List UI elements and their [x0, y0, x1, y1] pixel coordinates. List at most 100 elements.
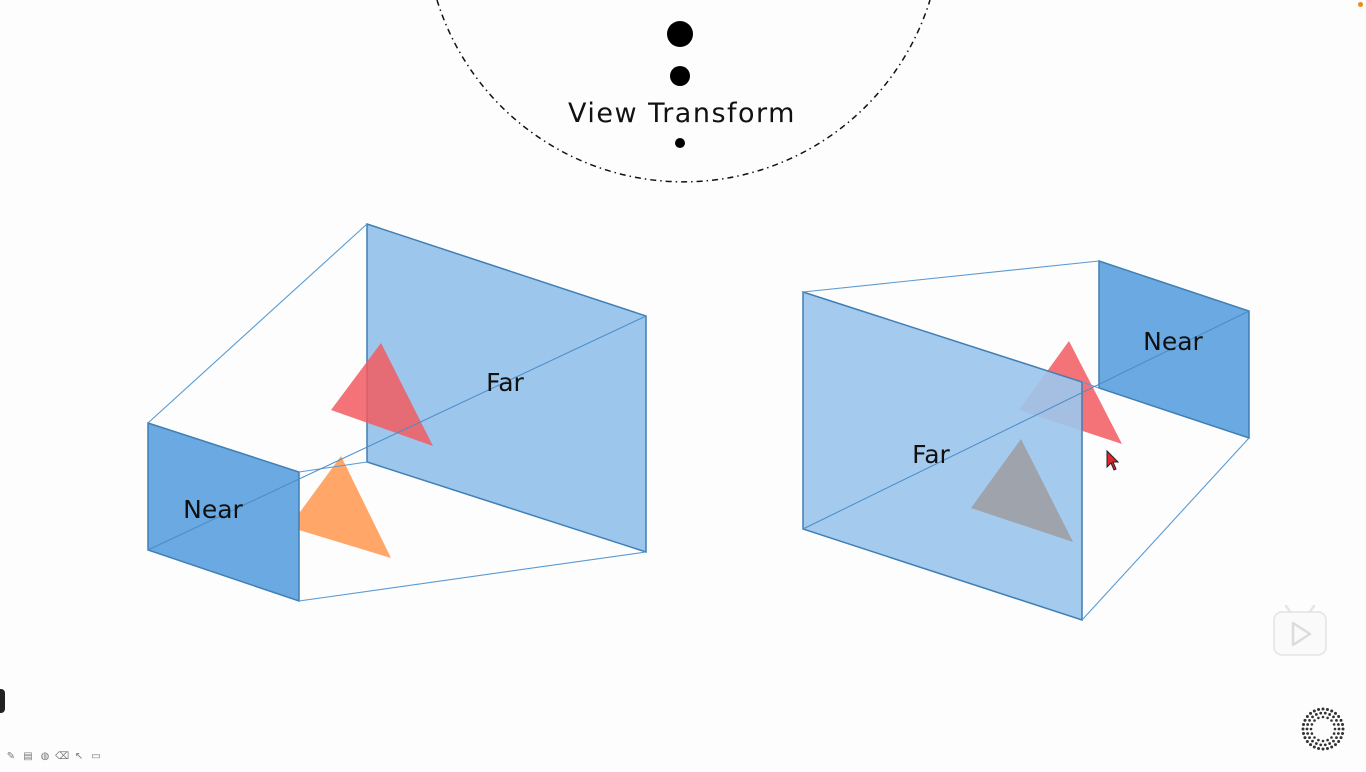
- spinner-dot: [1325, 708, 1329, 711]
- pointer-icon[interactable]: ↖: [74, 751, 84, 762]
- loading-spinner-icon: [1301, 707, 1345, 751]
- spinner-dot: [1326, 738, 1329, 742]
- play-icon: [1273, 604, 1327, 656]
- right-frustum-axis: [802, 310, 1250, 530]
- spinner-dot: [1303, 736, 1307, 740]
- spinner-dot: [1302, 723, 1305, 727]
- left-red-triangle: [331, 343, 433, 446]
- spinner-dot: [1314, 713, 1318, 716]
- left-frustum-axis: [147, 315, 647, 551]
- right-frustum-edge: [1081, 381, 1100, 389]
- eraser-icon[interactable]: ⌫: [55, 751, 70, 762]
- right-frustum-edge: [802, 260, 1100, 293]
- spinner-dot: [1319, 743, 1323, 747]
- spinner-dot: [1330, 719, 1333, 722]
- mouse-cursor-icon: [1106, 449, 1120, 471]
- spinner-dot: [1341, 723, 1344, 727]
- spinner-dot: [1325, 747, 1329, 750]
- spinner-dot: [1313, 719, 1316, 722]
- left-near-label: Near: [183, 495, 243, 524]
- spinner-dot: [1310, 723, 1314, 726]
- spinner-dot: [1310, 732, 1314, 735]
- spinner-dot: [1312, 709, 1316, 713]
- screen-icon[interactable]: ▭: [91, 751, 101, 762]
- spinner-dot: [1339, 718, 1343, 722]
- left-frustum-edge: [298, 551, 647, 602]
- spinner-dot: [1337, 727, 1341, 731]
- left-frustum: Far Near: [147, 222, 647, 603]
- play-button[interactable]: [1273, 604, 1327, 656]
- right-near-label: Near: [1143, 327, 1203, 356]
- spinner-dot: [1341, 731, 1344, 735]
- spinner-dot: [1306, 732, 1310, 735]
- spinner-dot: [1305, 727, 1309, 731]
- spinner-dot: [1305, 715, 1309, 719]
- spinner-dot: [1332, 715, 1335, 719]
- spinner-dot: [1333, 727, 1337, 731]
- save-icon[interactable]: ▤: [23, 751, 33, 762]
- spinner-dot: [1337, 715, 1341, 719]
- spinner-dot: [1328, 742, 1332, 745]
- left-frustum-edge: [298, 461, 368, 473]
- spinner-dot: [1303, 718, 1307, 722]
- view-transform-arc: [436, 0, 931, 183]
- spinner-dot: [1311, 739, 1314, 743]
- palette-icon[interactable]: ◍: [40, 751, 50, 762]
- spinner-dot: [1321, 747, 1325, 751]
- spinner-dot: [1311, 715, 1314, 719]
- spinner-dot: [1330, 709, 1334, 713]
- spinner-dot: [1328, 713, 1332, 716]
- spinner-dot: [1312, 745, 1316, 749]
- spinner-dot: [1321, 715, 1325, 719]
- left-orange-triangle: [289, 456, 391, 558]
- pen-icon[interactable]: ✎: [6, 751, 16, 762]
- spinner-dot: [1323, 711, 1327, 715]
- spinner-dot: [1305, 739, 1309, 743]
- spinner-dot: [1333, 743, 1337, 747]
- spinner-dot: [1330, 736, 1333, 739]
- spinner-dot: [1339, 736, 1343, 740]
- spinner-dot: [1314, 742, 1318, 745]
- spinner-dot: [1309, 711, 1313, 715]
- ellipsis-dot-large: [667, 21, 693, 47]
- side-panel-tab[interactable]: [0, 689, 5, 713]
- spinner-dot: [1335, 718, 1338, 722]
- spinner-dot: [1326, 716, 1329, 720]
- spinner-dot: [1321, 707, 1325, 711]
- spinner-dot: [1319, 711, 1323, 715]
- spinner-dot: [1317, 747, 1321, 750]
- spinner-dot: [1313, 736, 1316, 739]
- spinner-dot: [1341, 727, 1345, 731]
- spinner-dot: [1308, 736, 1311, 740]
- spinner-dot: [1336, 723, 1340, 726]
- spinner-dot: [1335, 736, 1338, 740]
- spinner-dot: [1321, 739, 1325, 743]
- spinner-dot: [1308, 718, 1311, 722]
- ellipsis-dot-medium: [670, 66, 690, 86]
- spinner-dot: [1309, 743, 1313, 747]
- spinner-dot: [1317, 708, 1321, 711]
- spinner-dot: [1317, 716, 1320, 720]
- right-gray-triangle: [971, 439, 1073, 542]
- right-frustum: Far Near: [802, 259, 1250, 622]
- left-far-label: Far: [486, 368, 524, 397]
- spinner-dot: [1309, 727, 1313, 731]
- right-far-label: Far: [912, 440, 950, 469]
- spinner-dot: [1301, 727, 1305, 731]
- spinner-dot: [1332, 739, 1335, 743]
- right-frustum-edge: [1081, 437, 1250, 621]
- spinner-dot: [1306, 723, 1310, 726]
- left-frustum-edge: [147, 223, 368, 424]
- spinner-dot: [1332, 732, 1336, 735]
- annotation-toolbar: ✎ ▤ ◍ ⌫ ↖ ▭: [4, 750, 103, 764]
- spinner-dot: [1336, 732, 1340, 735]
- spinner-dot: [1302, 731, 1305, 735]
- status-dot: [1358, 2, 1363, 7]
- spinner-dot: [1323, 743, 1327, 747]
- ellipsis-dot-small: [675, 138, 685, 148]
- spinner-dot: [1333, 711, 1337, 715]
- spinner-dot: [1317, 738, 1320, 742]
- spinner-dot: [1337, 739, 1341, 743]
